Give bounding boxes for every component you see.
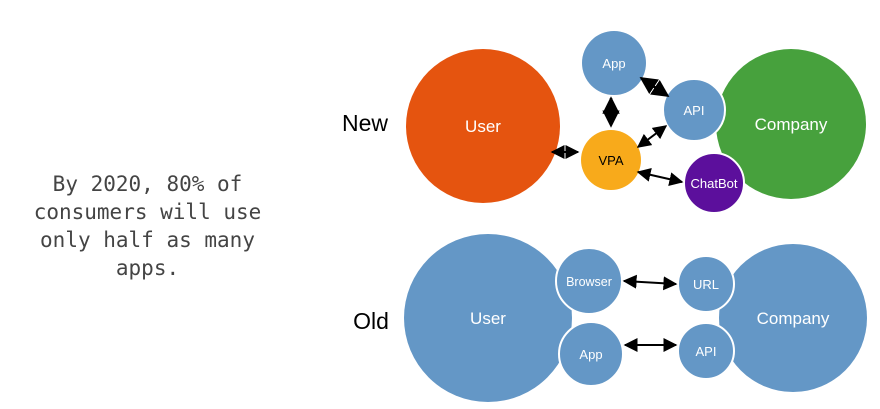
chatbot-circle <box>683 152 745 214</box>
chatbot-label: ChatBot <box>691 176 738 191</box>
old-company-circle <box>719 244 867 392</box>
old-api-circle <box>677 322 735 380</box>
vpa-label: VPA <box>598 153 623 168</box>
browser-circle <box>555 247 623 315</box>
arrow-browser-url <box>622 274 678 291</box>
old-user-label: User <box>470 309 506 328</box>
new-api-circle <box>662 78 726 142</box>
arrow-vpa-api <box>636 125 668 148</box>
new-user-label: User <box>465 117 501 136</box>
quote-text: By 2020, 80% of consumers will use only … <box>0 170 295 282</box>
quote-line-4: apps. <box>115 256 180 280</box>
new-user-circle <box>406 49 560 203</box>
new-company-label: Company <box>755 115 828 134</box>
old-row-label: Old <box>353 308 389 334</box>
new-app-label: App <box>602 56 625 71</box>
old-user-circle <box>404 234 572 402</box>
url-label: URL <box>693 277 719 292</box>
url-circle <box>677 255 735 313</box>
browser-label: Browser <box>566 275 612 289</box>
quote-line-1: By 2020, 80% of <box>52 172 243 196</box>
new-company-circle <box>716 49 866 199</box>
vpa-circle <box>581 130 641 190</box>
new-row-label: New <box>342 110 388 136</box>
old-company-label: Company <box>757 309 830 328</box>
arrow-app-api <box>639 76 670 98</box>
arrow-vpa-chatbot <box>636 167 684 187</box>
quote-line-2: consumers will use <box>33 200 262 224</box>
new-app-circle <box>582 31 646 95</box>
old-api-label: API <box>696 344 717 359</box>
new-api-label: API <box>684 103 705 118</box>
old-app-circle <box>558 321 624 387</box>
old-app-label: App <box>579 347 602 362</box>
quote-line-3: only half as many <box>40 228 255 252</box>
